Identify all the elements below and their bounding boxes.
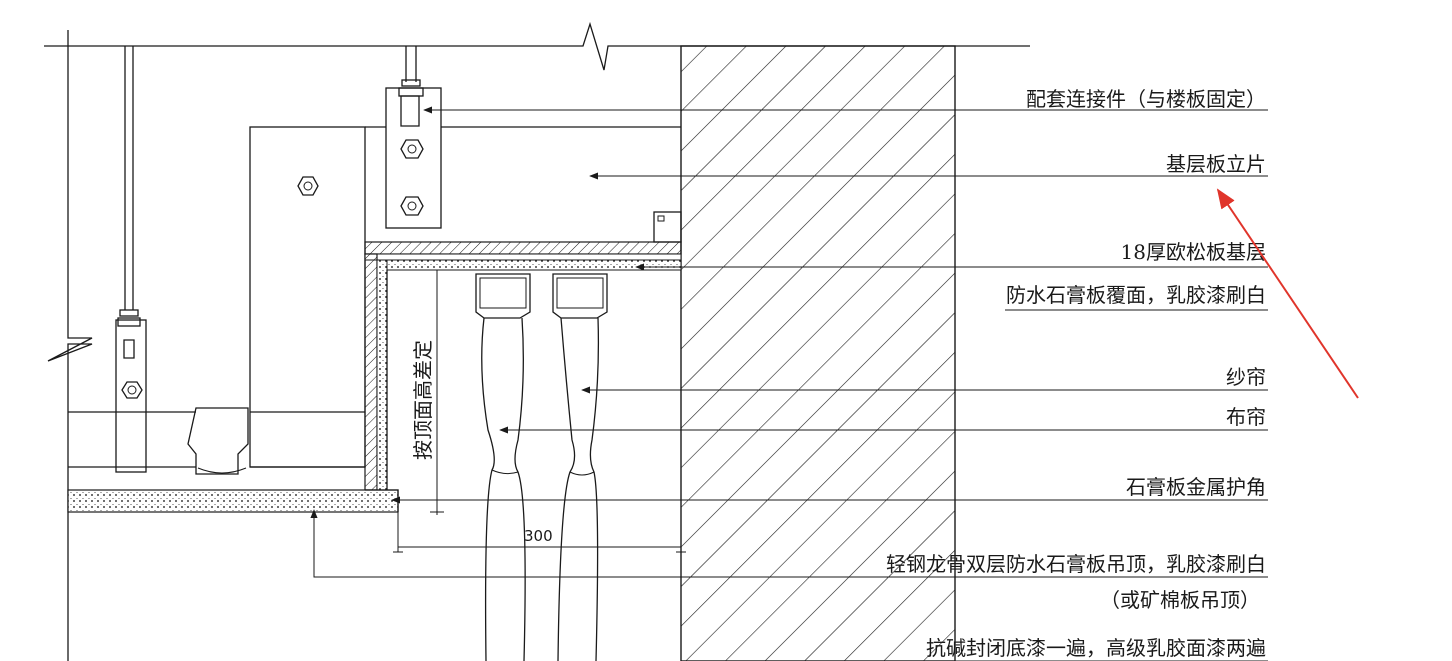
dimension-width: 300	[524, 527, 553, 545]
dimension-vertical-note: 按顶面高差定	[411, 340, 435, 460]
ceiling-keel	[68, 407, 365, 475]
hanger-rod-left	[115, 46, 147, 473]
curtain-box-layers	[67, 241, 682, 513]
dimension-lines	[393, 269, 686, 553]
red-annotation-arrow	[1216, 188, 1359, 399]
left-break-line	[47, 30, 93, 661]
label-paint: 抗碱封闭底漆一遍，高级乳胶面漆两遍	[926, 636, 1266, 660]
label-ceiling-line1: 轻钢龙骨双层防水石膏板吊顶，乳胶漆刷白	[886, 552, 1266, 576]
concrete-wall	[680, 45, 956, 661]
label-gypsum-cover: 防水石膏板覆面，乳胶漆刷白	[1006, 283, 1266, 307]
label-base-board: 基层板立片	[1166, 152, 1266, 176]
label-connector: 配套连接件（与楼板固定）	[1026, 87, 1266, 111]
label-sheer: 纱帘	[1226, 365, 1266, 389]
floor-slab-line	[44, 21, 1030, 71]
label-corner-guard: 石膏板金属护角	[1126, 475, 1266, 499]
label-ceiling-line2: （或矿棉板吊顶）	[1100, 588, 1260, 612]
label-curtain: 布帘	[1226, 405, 1266, 429]
label-underlines	[1005, 266, 1268, 311]
curtain-tracks	[475, 273, 608, 319]
label-osb: 18厚欧松板基层	[1121, 240, 1266, 264]
connector-bracket	[365, 46, 681, 229]
curtain-fabrics	[481, 317, 600, 661]
base-board-upright	[249, 126, 366, 468]
wall-angle-bracket	[653, 211, 682, 243]
